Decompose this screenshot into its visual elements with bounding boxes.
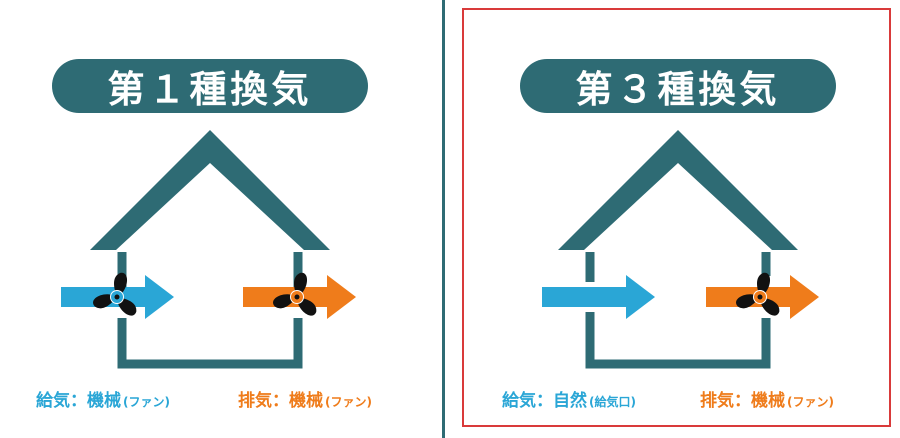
supply-arrow bbox=[542, 275, 655, 319]
roof bbox=[90, 130, 330, 250]
house-diagram bbox=[61, 130, 356, 369]
highlight-frame bbox=[462, 8, 891, 427]
supply-label: 給気：機械(ファン) bbox=[36, 386, 170, 411]
roof bbox=[558, 130, 798, 250]
exhaust-method: 排気：機械 bbox=[700, 391, 785, 411]
exhaust-note: (ファン) bbox=[787, 395, 834, 409]
exhaust-label: 排気：機械(ファン) bbox=[238, 386, 372, 411]
house-floor bbox=[117, 318, 303, 369]
panel-type1-ventilation: 第１種換気 給気：機械(ファン) 排気：機械(ファン) bbox=[0, 0, 440, 438]
panel-type3-ventilation: 第３種換気 給気：自然(給気口) 排気：機械(ファン) bbox=[460, 0, 900, 438]
panel-divider bbox=[442, 0, 445, 438]
supply-note: (給気口) bbox=[589, 395, 636, 409]
exhaust-note: (ファン) bbox=[325, 395, 372, 409]
supply-method: 給気：機械 bbox=[36, 391, 121, 411]
house-diagram bbox=[542, 130, 819, 369]
supply-method: 給気：自然 bbox=[502, 391, 587, 411]
supply-note: (ファン) bbox=[123, 395, 170, 409]
panel-title: 第３種換気 bbox=[520, 59, 836, 113]
exhaust-label: 排気：機械(ファン) bbox=[700, 386, 834, 411]
exhaust-method: 排気：機械 bbox=[238, 391, 323, 411]
house-floor bbox=[585, 312, 771, 369]
supply-label: 給気：自然(給気口) bbox=[502, 386, 636, 411]
panel-title: 第１種換気 bbox=[52, 59, 368, 113]
